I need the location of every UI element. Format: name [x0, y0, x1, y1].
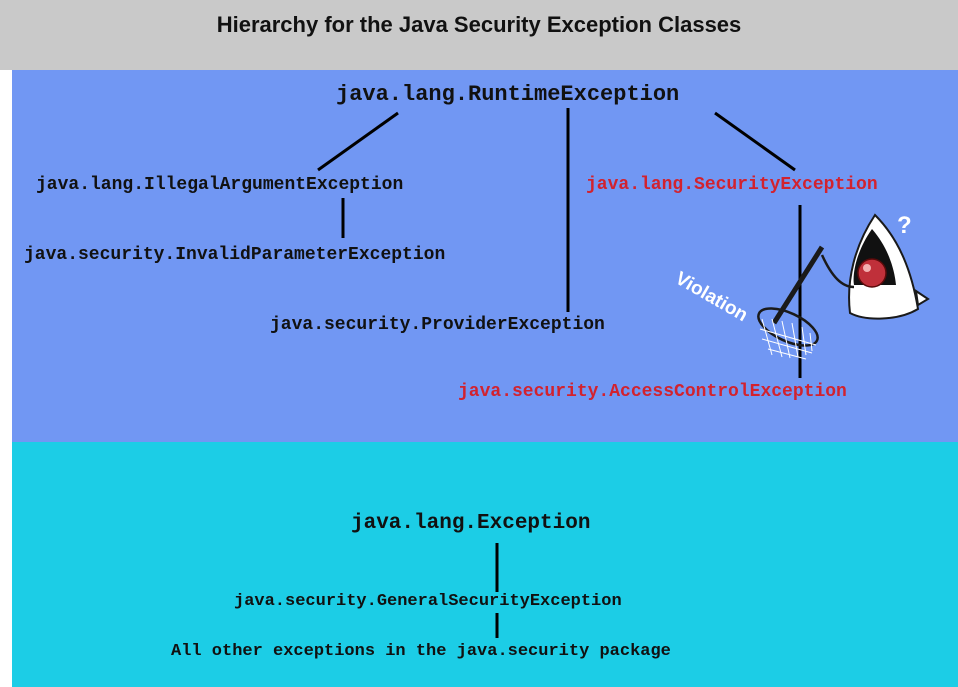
- runtime-exception-label: java.lang.RuntimeException: [336, 82, 680, 107]
- duke-arm-left: [820, 254, 855, 289]
- diagram-title: Hierarchy for the Java Security Exceptio…: [216, 12, 742, 37]
- security-exception-label: java.lang.SecurityException: [586, 175, 878, 195]
- exception-label: java.lang.Exception: [351, 512, 591, 535]
- duke-nose: [857, 258, 887, 288]
- duke-mascot-with-net: [757, 213, 930, 360]
- net-hoop: [757, 307, 819, 347]
- general-security-exception-label: java.security.GeneralSecurityException: [234, 592, 622, 611]
- question-mark: ?: [897, 212, 912, 239]
- illegal-argument-exception-label: java.lang.IllegalArgumentException: [36, 175, 404, 195]
- title-band: Hierarchy for the Java Security Exceptio…: [0, 0, 958, 70]
- invalid-parameter-exception-label: java.security.InvalidParameterException: [24, 245, 446, 265]
- other-exceptions-label: All other exceptions in the java.securit…: [171, 642, 671, 661]
- duke-arm-right: [914, 288, 930, 307]
- checked-exception-panel: [12, 442, 958, 687]
- access-control-exception-label: java.security.AccessControlException: [458, 382, 847, 402]
- net-handle: [771, 245, 825, 325]
- net-mesh: [759, 318, 817, 360]
- provider-exception-label: java.security.ProviderException: [270, 315, 605, 335]
